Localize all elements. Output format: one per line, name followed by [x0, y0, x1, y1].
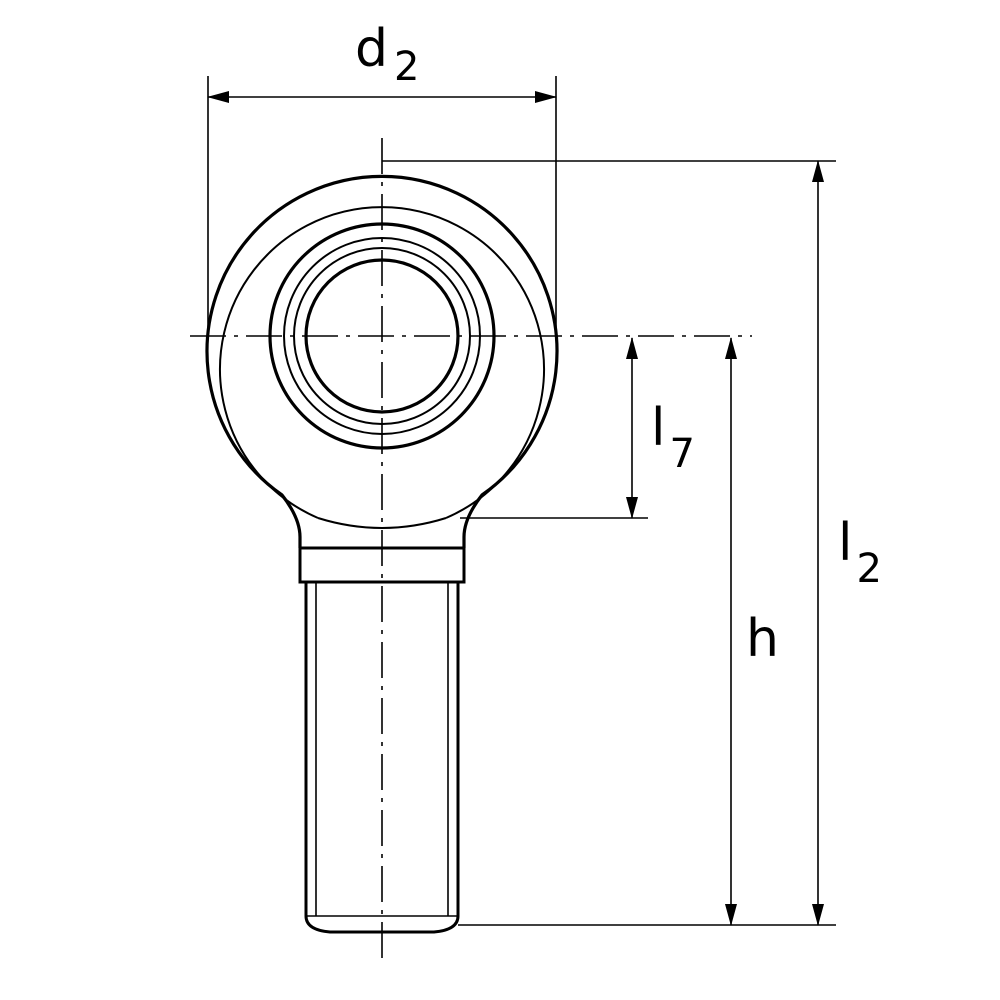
- rod-end-head: [205, 174, 559, 548]
- bore: [304, 258, 460, 414]
- threaded-shank: [298, 546, 466, 934]
- label-h: h: [746, 609, 779, 669]
- shank-body: [304, 582, 460, 934]
- extension-lines: [207, 76, 836, 926]
- ball-outer-ring: [268, 222, 496, 450]
- dimension-lines: [207, 91, 824, 926]
- center-lines: [190, 138, 752, 958]
- ball-ring-3: [293, 247, 471, 425]
- ball-ring-2: [283, 237, 481, 435]
- head-inner-contour: [219, 206, 545, 519]
- shank-collar: [298, 546, 466, 584]
- head-neck-arc: [317, 517, 447, 529]
- head-outer-contour: [205, 174, 559, 548]
